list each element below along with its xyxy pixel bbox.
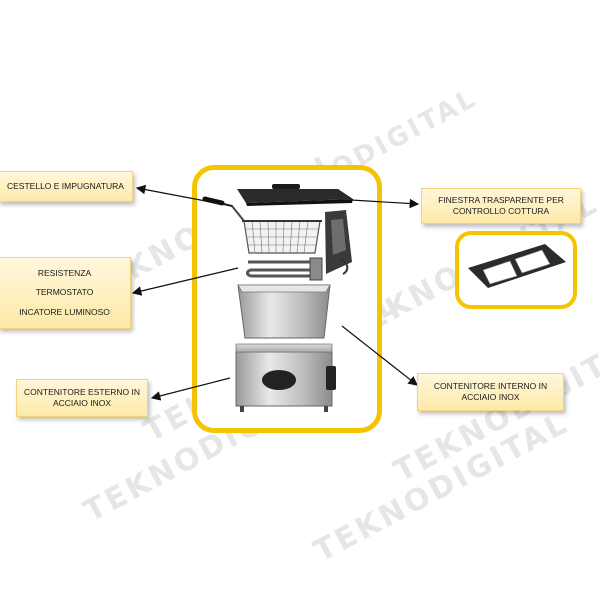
label-heating-line-3: INCATORE LUMINOSO <box>19 306 110 317</box>
label-inner-line-1: CONTENITORE INTERNO IN <box>433 380 548 391</box>
label-outer-line-1: CONTENITORE ESTERNO IN <box>23 386 141 397</box>
label-outer-line-2: ACCIAIO INOX <box>52 398 112 408</box>
label-window-line-1: FINESTRA TRASPARENTE PER <box>438 194 564 205</box>
label-inner-container: CONTENITORE INTERNO IN ACCIAIO INOX <box>417 373 564 411</box>
label-basket: CESTELLO E IMPUGNATURA <box>0 171 133 202</box>
window-detail <box>468 244 566 288</box>
label-heating: RESISTENZA TERMOSTATO INCATORE LUMINOSO <box>0 257 131 329</box>
outer-container <box>235 343 336 412</box>
label-heating-line-2: TERMOSTATO <box>35 287 94 298</box>
arrow-outer <box>150 377 231 401</box>
label-outer-container: CONTENITORE ESTERNO IN ACCIAIO INOX <box>16 379 148 417</box>
arrow-basket <box>135 184 233 207</box>
label-window-line-2: CONTROLLO COTTURA <box>452 206 550 216</box>
control-panel <box>325 210 352 275</box>
label-basket-text: CESTELLO E IMPUGNATURA <box>7 180 124 191</box>
arrow-heating <box>131 267 239 296</box>
label-heating-line-1: RESISTENZA <box>37 267 92 278</box>
label-window: FINESTRA TRASPARENTE PER CONTROLLO COTTU… <box>421 188 581 224</box>
frying-basket <box>202 196 322 254</box>
label-inner-line-2: ACCIAIO INOX <box>461 392 520 402</box>
arrow-window <box>350 198 420 209</box>
lid <box>237 184 353 206</box>
arrow-inner <box>341 325 418 386</box>
heating-element <box>246 257 323 281</box>
inner-container <box>237 284 331 339</box>
